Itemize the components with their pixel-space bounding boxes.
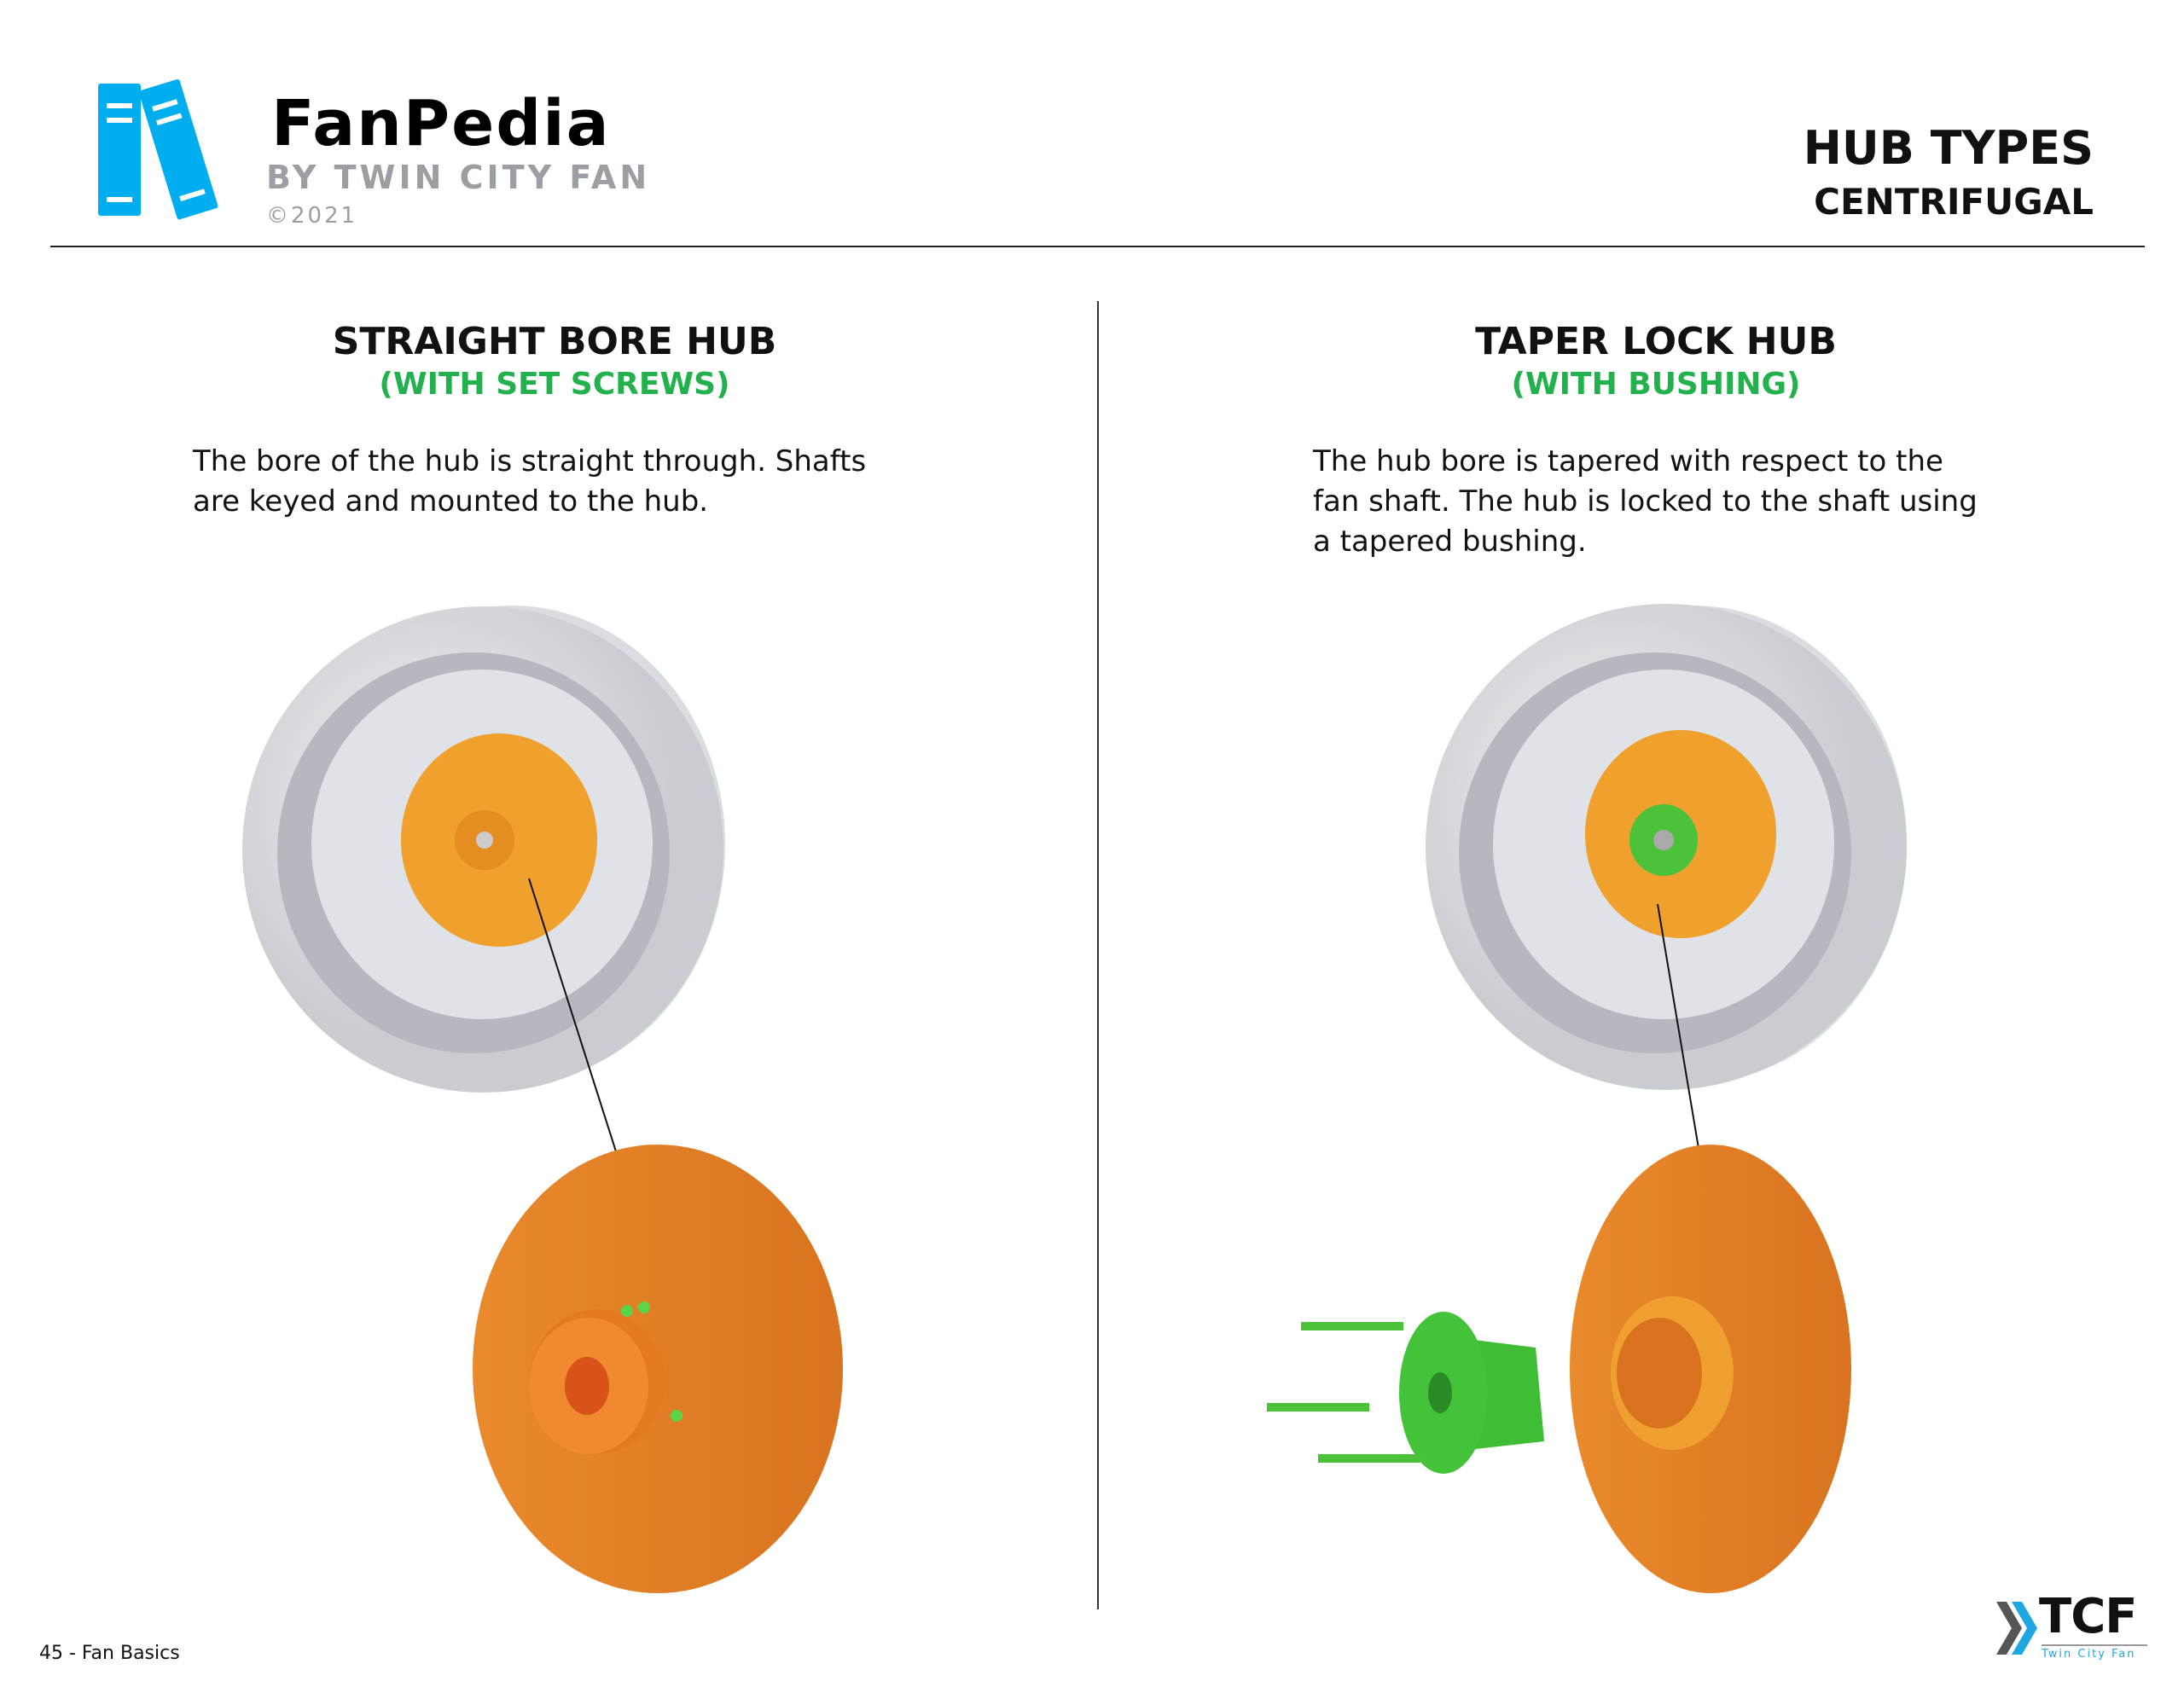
straight-bore-wheel-image [242, 606, 725, 1227]
right-body: The hub bore is tapered with respect to … [1313, 444, 1978, 559]
brand-name: FanPedia [271, 87, 611, 160]
tcf-chevron-icon [1996, 1602, 2037, 1655]
left-title: STRAIGHT BORE HUB [332, 320, 777, 363]
tapered-bushing-image [1267, 1312, 1544, 1474]
taper-lock-hub-plate-image [1570, 1145, 1851, 1593]
straight-bore-hub-plate-image [473, 1145, 843, 1593]
tcf-logo-subtext: Twin City Fan [2042, 1644, 2147, 1661]
fanpedia-books-logo-icon [98, 79, 218, 220]
right-title: TAPER LOCK HUB [1475, 320, 1837, 363]
page-number: 45 - Fan Basics [39, 1643, 180, 1664]
left-subtitle: (WITH SET SCREWS) [379, 367, 730, 402]
tcf-logo-text: TCF [2039, 1589, 2138, 1644]
brand-byline: BY TWIN CITY FAN [266, 159, 651, 196]
page-subtitle: CENTRIFUGAL [1814, 181, 2094, 223]
copyright: ©2021 [266, 203, 358, 229]
header-divider [50, 246, 2145, 247]
right-subtitle: (WITH BUSHING) [1511, 367, 1801, 402]
column-divider [1097, 301, 1099, 1609]
page-title: HUB TYPES [1803, 121, 2094, 175]
taper-lock-wheel-image [1426, 604, 1907, 1195]
left-body: The bore of the hub is straight through.… [193, 444, 867, 519]
